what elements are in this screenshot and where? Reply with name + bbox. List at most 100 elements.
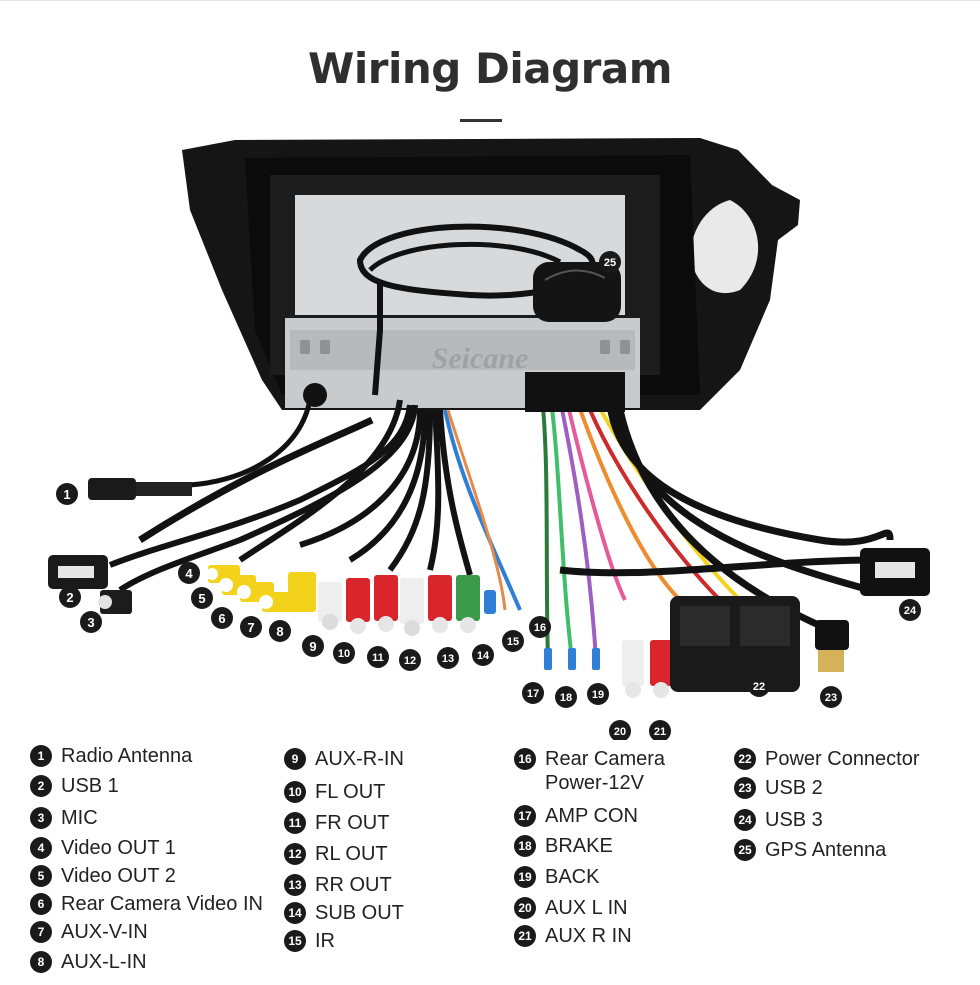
svg-text:8: 8 [276,624,283,639]
svg-text:5: 5 [198,591,205,606]
callout-19: 19 [587,683,609,705]
legend-label: Rear Camera Power-12V [545,748,666,794]
legend-label: Rear Camera Video IN [61,893,263,915]
svg-text:3: 3 [87,615,94,630]
gps-antenna-puck [533,262,621,322]
callout-11: 11 [367,646,389,668]
callout-9: 9 [302,635,324,657]
svg-text:6: 6 [218,611,225,626]
legend-number-badge: 4 [30,837,52,859]
legend-number-badge: 6 [30,893,52,915]
legend-item-18: 18 BRAKE [514,834,613,858]
legend-item-2: 2 USB 1 [30,774,119,798]
legend-number-badge: 21 [514,925,536,947]
svg-text:7: 7 [247,620,254,635]
legend-number-badge: 20 [514,897,536,919]
legend-item-22: 22 Power Connector [734,747,920,771]
legend-item-4: 4 Video OUT 1 [30,836,176,860]
callout-5: 5 [191,587,213,609]
left-wire-harness [108,399,473,593]
legend-label: USB 1 [61,775,119,797]
legend-label: USB 3 [765,809,823,831]
svg-text:17: 17 [527,688,539,700]
legend-number-badge: 25 [734,839,756,861]
legend-label: AMP CON [545,805,638,827]
legend-number-badge: 19 [514,866,536,888]
legend-number-badge: 3 [30,807,52,829]
legend-number-badge: 7 [30,921,52,943]
head-unit-wiring-photo: Seicane [48,138,930,740]
callout-25: 25 [599,251,621,273]
legend-label: RR OUT [315,874,392,896]
svg-text:4: 4 [185,566,193,581]
svg-text:23: 23 [825,692,837,704]
callout-20: 20 [609,720,631,740]
callout-14: 14 [472,644,494,666]
rca-connector-row [206,565,496,636]
legend-label: AUX-R-IN [315,748,404,770]
legend-item-20: 20 AUX L IN [514,896,628,920]
svg-text:22: 22 [753,681,765,693]
svg-text:16: 16 [534,622,546,634]
legend-number-badge: 13 [284,874,306,896]
svg-text:12: 12 [404,655,416,667]
right-wire-harness [538,379,742,661]
legend-label: AUX R IN [545,925,632,947]
callout-12: 12 [399,649,421,671]
callout-7: 7 [240,616,262,638]
legend-label: GPS Antenna [765,839,887,861]
legend-item-17: 17 AMP CON [514,804,638,828]
legend-item-21: 21 AUX R IN [514,924,632,948]
legend-number-badge: 16 [514,748,536,770]
svg-text:10: 10 [338,648,350,660]
legend-number-badge: 24 [734,809,756,831]
legend-label: FR OUT [315,812,390,834]
title-underline [460,119,502,122]
callout-23: 23 [820,686,842,708]
svg-text:14: 14 [477,650,490,662]
callout-8: 8 [269,620,291,642]
legend-label: Power Connector [765,748,920,770]
svg-text:1: 1 [63,487,70,502]
callout-17: 17 [522,682,544,704]
legend-label: FL OUT [315,781,386,803]
usb-2-connector [815,620,849,672]
legend-number-badge: 18 [514,835,536,857]
svg-text:9: 9 [309,639,316,654]
legend-number-badge: 2 [30,775,52,797]
legend-label: AUX L IN [545,897,628,919]
legend-label: BRAKE [545,835,613,857]
bezel-hole [690,200,759,294]
svg-text:25: 25 [604,257,616,269]
legend-number-badge: 8 [30,951,52,973]
watermark-text: Seicane [432,342,529,375]
svg-text:24: 24 [904,605,917,617]
callout-6: 6 [211,607,233,629]
legend-number-badge: 1 [30,745,52,767]
legend-number-badge: 22 [734,748,756,770]
legend-item-24: 24 USB 3 [734,808,823,832]
legend-number-badge: 14 [284,902,306,924]
power-connector [670,596,800,692]
aux-rca-plugs [622,640,672,698]
legend-item-13: 13 RR OUT [284,873,392,897]
legend-label: Video OUT 1 [61,837,176,859]
svg-text:18: 18 [560,692,572,704]
legend-number-badge: 15 [284,930,306,952]
callout-4: 4 [178,562,200,584]
usb-3-connector [860,548,930,596]
top-border [0,0,980,1]
legend-label: RL OUT [315,843,388,865]
svg-text:2: 2 [66,590,73,605]
page-title: Wiring Diagram [308,44,672,93]
legend-number-badge: 17 [514,805,536,827]
